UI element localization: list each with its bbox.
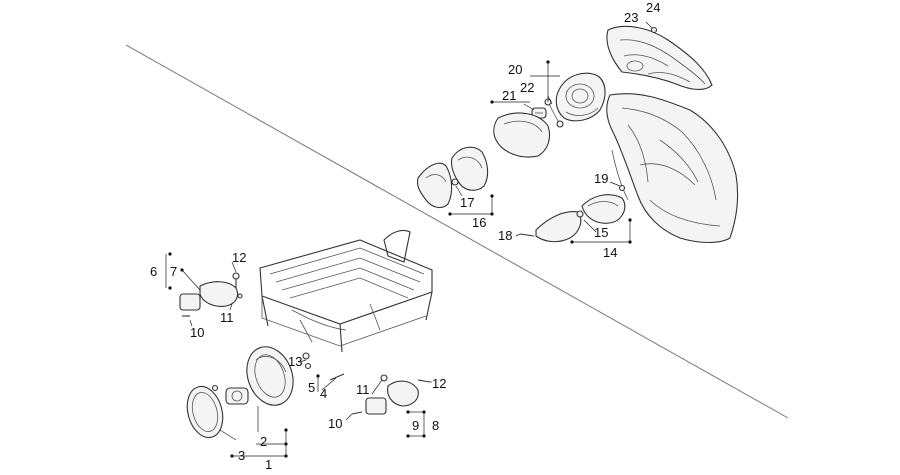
callout-20: 20 bbox=[508, 62, 522, 77]
bolt-4 bbox=[329, 373, 345, 381]
callout-18: 18 bbox=[498, 228, 512, 243]
nut-5 bbox=[302, 352, 310, 360]
callout-5: 5 bbox=[308, 380, 315, 395]
callout-11-right: 11 bbox=[356, 382, 370, 397]
front-luggage-rack bbox=[259, 229, 433, 353]
callout-24: 24 bbox=[646, 0, 660, 15]
callout-19: 19 bbox=[594, 171, 608, 186]
speedometer-housing bbox=[555, 72, 606, 122]
callout-16: 16 bbox=[472, 215, 486, 230]
callout-14: 14 bbox=[603, 245, 617, 260]
left-turn-signal-assembly bbox=[179, 272, 243, 317]
front-left-turn-signal-housing bbox=[450, 146, 489, 191]
headlight-bulb bbox=[225, 387, 249, 405]
callout-22: 22 bbox=[520, 80, 534, 95]
callout-12-right: 12 bbox=[432, 376, 446, 391]
callout-23: 23 bbox=[624, 10, 638, 25]
callout-6: 6 bbox=[150, 264, 157, 279]
front-right-turn-signal-lens bbox=[535, 211, 582, 243]
front-shield-body bbox=[606, 25, 739, 244]
screw-19 bbox=[618, 184, 626, 192]
callout-13: 13 bbox=[288, 354, 302, 369]
callout-1: 1 bbox=[265, 457, 272, 472]
front-right-turn-signal-housing bbox=[581, 194, 626, 224]
clip-13 bbox=[304, 362, 312, 370]
callout-10-right: 10 bbox=[328, 416, 342, 431]
turn-signal-bulb-15 bbox=[576, 210, 584, 218]
callout-21: 21 bbox=[502, 88, 516, 103]
callout-17: 17 bbox=[460, 195, 474, 210]
dash-lens-cover bbox=[493, 112, 551, 158]
callout-11-left: 11 bbox=[220, 310, 234, 325]
leader-lines bbox=[165, 21, 653, 458]
callout-4: 4 bbox=[320, 386, 327, 401]
turn-signal-bulb-17 bbox=[451, 178, 459, 186]
screw-18 bbox=[519, 233, 535, 237]
callout-12-left: 12 bbox=[232, 250, 246, 265]
screw-24 bbox=[650, 26, 658, 34]
callout-10-left: 10 bbox=[190, 325, 204, 340]
callout-2: 2 bbox=[260, 434, 267, 449]
front-left-turn-signal bbox=[416, 162, 453, 209]
callout-9: 9 bbox=[412, 418, 419, 433]
section-divider-line bbox=[125, 44, 789, 419]
headlight-reflector bbox=[246, 346, 294, 406]
callout-3: 3 bbox=[238, 448, 245, 463]
headlight-bezel bbox=[186, 385, 224, 439]
callout-15: 15 bbox=[594, 225, 608, 240]
callout-7: 7 bbox=[170, 264, 177, 279]
callout-8: 8 bbox=[432, 418, 439, 433]
right-turn-signal-assembly bbox=[351, 374, 431, 415]
bezel-screw bbox=[211, 384, 219, 392]
